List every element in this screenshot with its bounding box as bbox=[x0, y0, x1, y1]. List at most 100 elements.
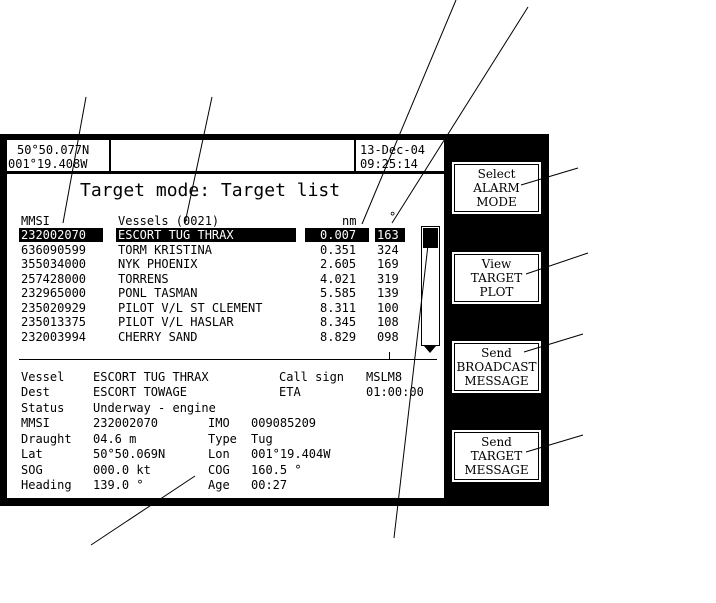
row-mmsi: 235020929 bbox=[21, 300, 87, 315]
callout-line-broadcast bbox=[523, 333, 584, 353]
row-deg: 319 bbox=[377, 271, 399, 286]
detail-sog: 000.0 kt bbox=[93, 463, 151, 477]
header-time: 09:25:14 bbox=[360, 157, 418, 171]
btn-label: TARGET bbox=[470, 449, 523, 463]
row-mmsi: 636090599 bbox=[21, 242, 87, 257]
detail-imo: 009085209 bbox=[251, 416, 317, 430]
list-scrollbar[interactable] bbox=[421, 226, 440, 346]
detail-sog-label: SOG bbox=[21, 463, 43, 477]
callout-line-nm bbox=[361, 0, 457, 225]
btn-label: MODE bbox=[476, 195, 517, 209]
row-name: NYK PHOENIX bbox=[118, 257, 198, 271]
selected-mmsi-bg bbox=[19, 228, 103, 242]
btn-label: PLOT bbox=[479, 285, 514, 299]
detail-dest-label: Dest bbox=[21, 385, 50, 399]
detail-lon-label: Lon bbox=[208, 447, 230, 461]
row-nm: 0.007 bbox=[320, 228, 357, 242]
detail-cog: 160.5 ° bbox=[251, 463, 302, 477]
btn-label: Send bbox=[481, 435, 512, 449]
row-nm: 8.829 bbox=[320, 329, 357, 344]
detail-callsign: MSLM8 bbox=[366, 370, 403, 384]
selected-deg-bg bbox=[375, 228, 405, 242]
row-name: PILOT V/L ST CLEMENT bbox=[118, 300, 263, 315]
detail-status: Underway - engine bbox=[93, 401, 216, 415]
col-mmsi: MMSI bbox=[21, 214, 50, 228]
detail-status-label: Status bbox=[21, 401, 65, 415]
detail-draught: 04.6 m bbox=[93, 432, 137, 446]
row-deg: 163 bbox=[377, 228, 399, 242]
row-name: ESCORT TUG THRAX bbox=[118, 228, 234, 242]
row-name: TORRENS bbox=[118, 271, 169, 286]
btn-label: Select bbox=[477, 167, 516, 181]
header-blank bbox=[111, 140, 354, 171]
callout-line-deg bbox=[391, 6, 529, 224]
detail-imo-label: IMO bbox=[208, 416, 230, 430]
detail-lon: 001°19.404W bbox=[251, 447, 331, 461]
btn-label: BROADCAST bbox=[456, 360, 537, 374]
row-nm: 5.585 bbox=[320, 286, 357, 300]
btn-label: View bbox=[481, 257, 512, 271]
view-target-plot-button[interactable]: View TARGET PLOT bbox=[451, 251, 542, 305]
detail-mmsi: 232002070 bbox=[93, 416, 159, 430]
detail-heading: 139.0 ° bbox=[93, 478, 144, 492]
btn-label: TARGET bbox=[470, 271, 523, 285]
callout-line-details bbox=[90, 475, 196, 546]
detail-heading-label: Heading bbox=[21, 478, 72, 492]
row-mmsi: 232965000 bbox=[21, 286, 87, 300]
col-nm: nm bbox=[342, 214, 357, 228]
detail-vessel: ESCORT TUG THRAX bbox=[93, 370, 209, 384]
detail-eta-label: ETA bbox=[279, 385, 301, 399]
detail-age: 00:27 bbox=[251, 478, 288, 492]
header-lon: 001°19.408W bbox=[8, 157, 88, 171]
page-title: Target mode: Target list bbox=[80, 180, 341, 201]
scroll-thumb[interactable] bbox=[423, 228, 438, 248]
detail-lat: 50°50.069N bbox=[93, 447, 166, 461]
row-name: CHERRY SAND bbox=[118, 329, 198, 344]
detail-age-label: Age bbox=[208, 478, 230, 492]
row-name: TORM KRISTINA bbox=[118, 242, 212, 257]
row-name: PONL TASMAN bbox=[118, 286, 198, 300]
detail-dest: ESCORT TOWAGE bbox=[93, 385, 187, 399]
row-mmsi: 232003994 bbox=[21, 329, 87, 344]
send-target-message-button[interactable]: Send TARGET MESSAGE bbox=[451, 429, 542, 483]
detail-eta: 01:00:00 bbox=[366, 385, 424, 399]
row-deg: 169 bbox=[377, 257, 399, 271]
send-broadcast-message-button[interactable]: Send BROADCAST MESSAGE bbox=[451, 340, 542, 394]
detail-vessel-label: Vessel bbox=[21, 370, 65, 384]
divider-tick bbox=[389, 352, 390, 360]
btn-label: ALARM bbox=[473, 181, 520, 195]
row-deg: 100 bbox=[377, 300, 399, 315]
row-mmsi: 355034000 bbox=[21, 257, 87, 271]
row-nm: 2.605 bbox=[320, 257, 357, 271]
row-nm: 8.311 bbox=[320, 300, 357, 315]
row-nm: 8.345 bbox=[320, 315, 357, 329]
callout-line-scroll bbox=[393, 244, 429, 539]
callout-line-vessels bbox=[184, 96, 213, 224]
position-box: 50°50.077N 001°19.408W bbox=[7, 140, 109, 171]
row-nm: 4.021 bbox=[320, 271, 357, 286]
divider bbox=[19, 359, 437, 360]
detail-type: Tug bbox=[251, 432, 273, 446]
row-name: PILOT V/L HASLAR bbox=[118, 315, 234, 329]
btn-label: MESSAGE bbox=[464, 463, 529, 477]
selected-name-bg bbox=[116, 228, 296, 242]
btn-label: Send bbox=[481, 346, 512, 360]
selected-nm-bg bbox=[305, 228, 369, 242]
detail-draught-label: Draught bbox=[21, 432, 72, 446]
row-mmsi: 235013375 bbox=[21, 315, 87, 329]
row-deg: 324 bbox=[377, 242, 399, 257]
datetime-box: 13-Dec-04 09:25:14 bbox=[356, 140, 444, 171]
row-deg: 098 bbox=[377, 329, 399, 344]
row-deg: 139 bbox=[377, 286, 399, 300]
row-nm: 0.351 bbox=[320, 242, 357, 257]
row-mmsi: 232002070 bbox=[21, 228, 87, 242]
callout-line-target bbox=[525, 434, 584, 453]
detail-cog-label: COG bbox=[208, 463, 230, 477]
header-lat: 50°50.077N bbox=[17, 143, 90, 157]
col-deg: ° bbox=[389, 210, 397, 224]
detail-type-label: Type bbox=[208, 432, 237, 446]
scroll-down-icon[interactable] bbox=[424, 346, 436, 353]
select-alarm-mode-button[interactable]: Select ALARM MODE bbox=[451, 161, 542, 215]
btn-label: MESSAGE bbox=[464, 374, 529, 388]
